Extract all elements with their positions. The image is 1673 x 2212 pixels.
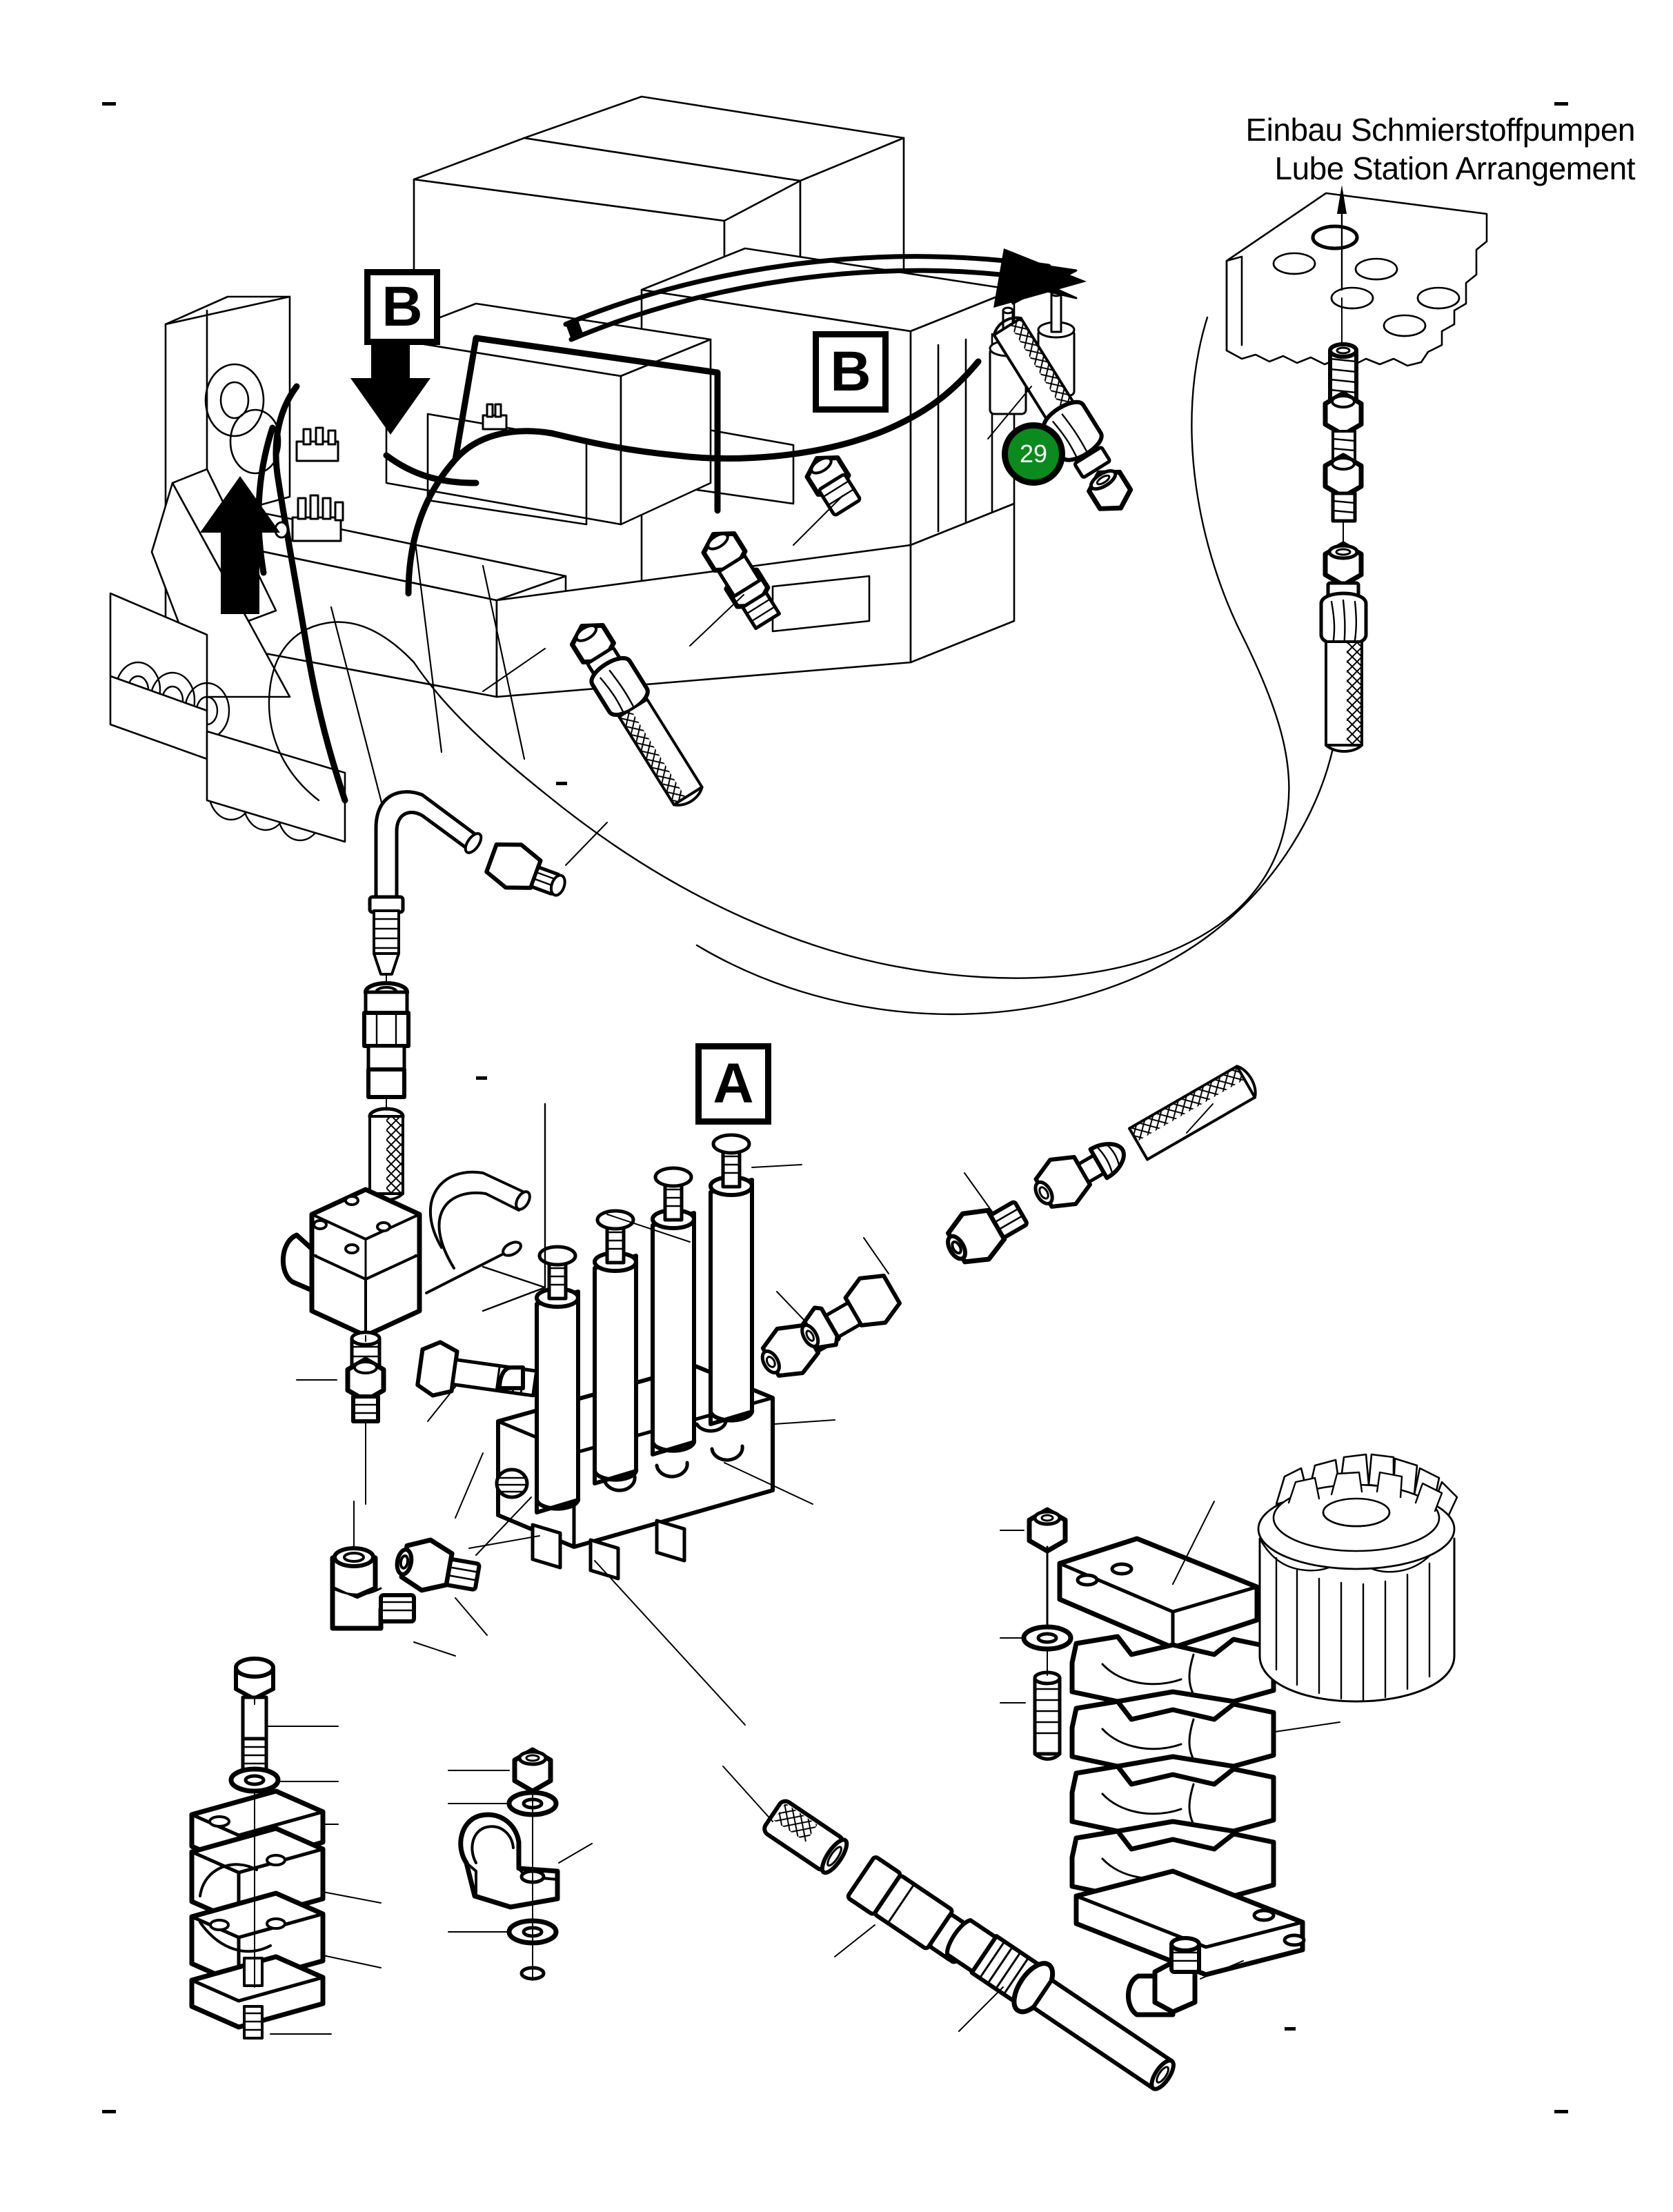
registration-tick-bottom-left [102, 2110, 116, 2113]
fitting-chain-right [760, 1065, 1257, 1378]
solenoid-coil [281, 1187, 422, 1505]
registration-tick-center-a [556, 782, 567, 785]
detail-label-a-block-text: A [713, 1052, 754, 1115]
return-tubes [425, 1170, 531, 1294]
detail-label-b-hose: B [813, 331, 889, 413]
title-line-german: Einbau Schmierstoffpumpen [1245, 112, 1635, 148]
arrow-up-left [200, 476, 280, 614]
registration-tick-center-b [476, 1076, 487, 1080]
elbow-fitting-bottom [1126, 1936, 1244, 2017]
stud-nut-assembly [1325, 342, 1361, 553]
title-line-english: Lube Station Arrangement [1274, 150, 1636, 187]
drawing-title: Einbau Schmierstoffpumpen Lube Station A… [1245, 110, 1635, 188]
pump-mounting-plate [1225, 192, 1488, 367]
arrow-down-b [350, 291, 430, 435]
part-callout-29-number: 29 [1019, 440, 1048, 468]
straight-adapter [484, 822, 608, 897]
registration-tick-top-right [1554, 102, 1568, 106]
elbow-fitting [330, 1501, 456, 1657]
registration-tick-center-c [1285, 2027, 1296, 2031]
tube-coupling [362, 981, 410, 1113]
sprocket-gear [1257, 1453, 1458, 1703]
bent-tube [368, 790, 483, 989]
detail-label-a-block: A [695, 1043, 771, 1125]
detail-label-b-hose-text: B [830, 340, 871, 403]
adapter-fitting-2 [395, 1535, 540, 1636]
hose-assembly-b [482, 316, 1140, 807]
tube-nipple [368, 1107, 405, 1201]
detail-label-b-machine: B [364, 269, 440, 345]
arrow-curved-flow [563, 248, 1087, 342]
hose-assembly-bottom [722, 1766, 1176, 2091]
part-callout-29[interactable]: 29 [1002, 422, 1065, 486]
hose-end-fitting-right [1319, 544, 1368, 753]
distributor-block [455, 1103, 835, 1726]
machine-hose-routing [255, 335, 982, 804]
clamp-stack-left [189, 1657, 382, 2040]
arrow-plate-up [1337, 185, 1347, 291]
p-clamp [448, 1750, 593, 1981]
detail-label-b-machine-text: B [382, 275, 423, 338]
clamp-stack-right [1000, 1501, 1340, 1977]
machine-overview [109, 95, 1076, 843]
registration-tick-top-left [102, 102, 116, 106]
registration-tick-bottom-right [1554, 2110, 1568, 2113]
hose-outline-loop [268, 316, 1334, 1016]
